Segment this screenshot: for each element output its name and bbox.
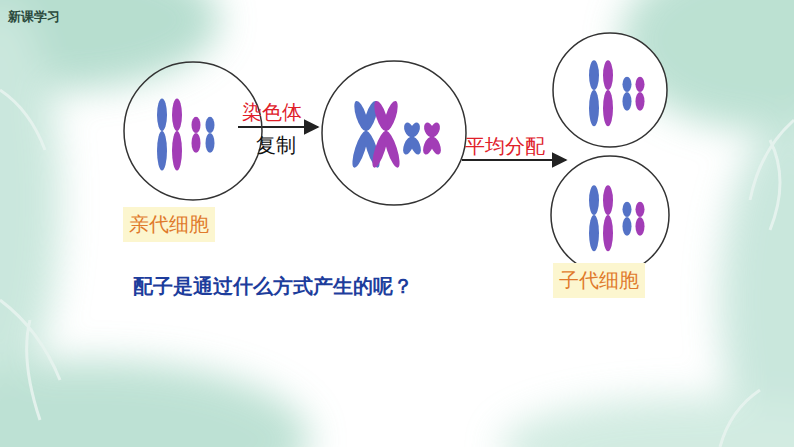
chromatid [372,99,403,169]
cell-circle [553,33,667,147]
cell-outline [123,61,263,201]
chromatid [172,99,182,171]
arrow [462,159,566,161]
cell-circle [322,61,466,205]
chromatid [589,60,599,126]
chromatid [192,117,201,153]
chromatid [402,121,423,156]
chromosomes [157,60,645,251]
cell-outline [550,155,670,275]
chromatid [422,121,443,156]
chromatid [636,202,645,236]
cell: 子代细胞 [550,155,670,275]
chromatid [206,117,215,153]
section-header: 新课学习 [8,8,60,26]
chromatid [623,77,632,111]
cell: 亲代细胞 [123,61,263,201]
arrow-label: 染色体 [242,99,302,126]
arrow-label: 复制 [256,132,296,159]
cell-label: 亲代细胞 [123,207,215,242]
chromatid [157,99,167,171]
arrow [238,126,318,128]
chromatid [589,185,599,251]
arrow-label: 平均分配 [465,133,545,160]
chromatid [636,77,645,111]
chromatid [623,202,632,236]
chromatid [603,185,613,251]
cell-label: 子代细胞 [553,263,645,298]
question-text: 配子是通过什么方式产生的呢？ [133,273,413,300]
chromatid [603,60,613,126]
